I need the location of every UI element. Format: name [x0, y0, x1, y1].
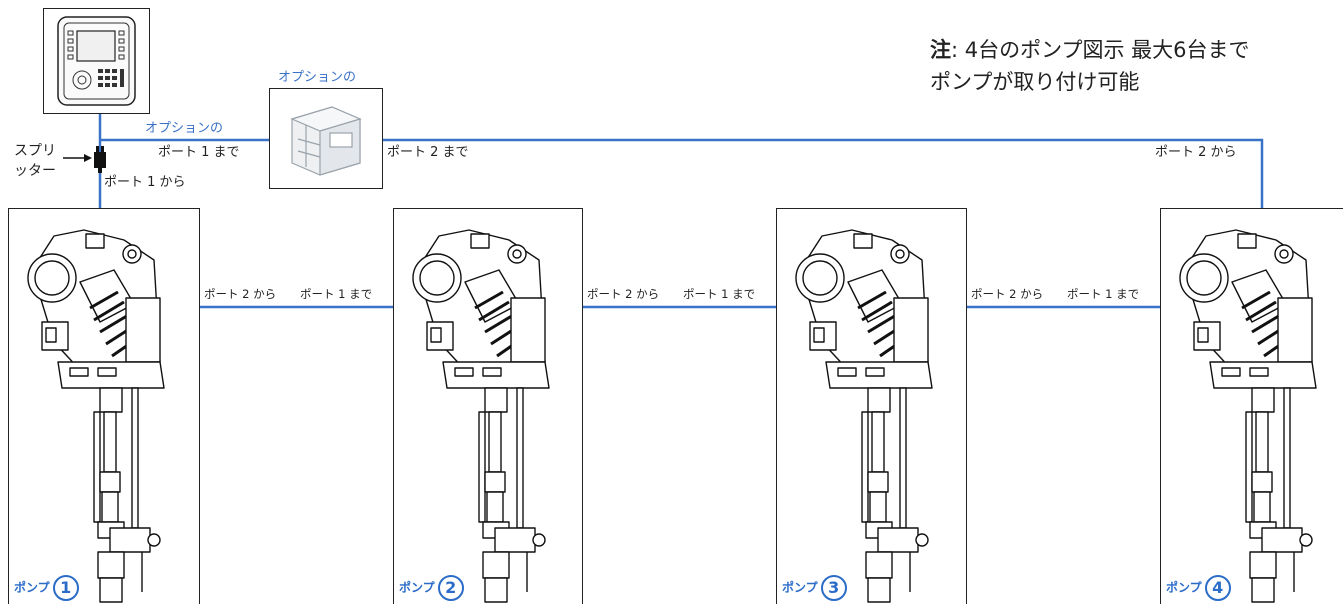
link-1-from: ポート 2 から	[204, 287, 277, 301]
splitter-label-line2: ッター	[14, 163, 56, 179]
splitter-icon	[94, 146, 106, 173]
splitter-arrow	[63, 154, 92, 162]
from-port1-label: ポート 1 から	[104, 175, 186, 190]
note-line2: ポンプが取り付け可能	[930, 70, 1140, 94]
link-1-to: ポート 1 まで	[300, 287, 373, 301]
optional-hub	[269, 88, 383, 189]
pump-number-badge: 1	[52, 575, 79, 601]
pump-2-icon	[412, 229, 550, 603]
to-port1-label: ポート 1 まで	[158, 145, 240, 160]
note-prefix: 注	[930, 38, 951, 62]
note: 注: 4台のポンプ図示 最大6台まで ポンプが取り付け可能	[930, 34, 1250, 98]
display-module-icon	[57, 16, 136, 106]
link-2-from: ポート 2 から	[587, 287, 660, 301]
option-label-hub: オプションの	[278, 70, 357, 85]
pump-label: ポンプ	[14, 580, 50, 595]
pump-number-badge: 3	[820, 575, 847, 601]
pump-4-icon	[1179, 229, 1317, 603]
pump-label: ポンプ	[1166, 580, 1202, 595]
hub-module-icon	[290, 106, 362, 176]
note-line1: : 4台のポンプ図示 最大6台まで	[951, 38, 1250, 62]
splitter-label-line1: スプリ	[14, 143, 56, 159]
from-port2-label: ポート 2 から	[1155, 145, 1237, 160]
to-port2-label: ポート 2 まで	[387, 145, 469, 160]
pump-1-icon	[27, 229, 165, 603]
pump-number-badge: 2	[437, 575, 464, 601]
option-label-cable: オプションの	[145, 121, 224, 136]
link-2-to: ポート 1 まで	[683, 287, 756, 301]
cable-hub-pump4	[383, 138, 1264, 208]
link-3-to: ポート 1 まで	[1067, 287, 1140, 301]
pump-3-icon	[795, 229, 933, 603]
pump-label: ポンプ	[399, 580, 435, 595]
controller-display	[43, 8, 150, 114]
pump-label: ポンプ	[782, 580, 818, 595]
pump-number-badge: 4	[1204, 575, 1231, 601]
link-3-from: ポート 2 から	[971, 287, 1044, 301]
